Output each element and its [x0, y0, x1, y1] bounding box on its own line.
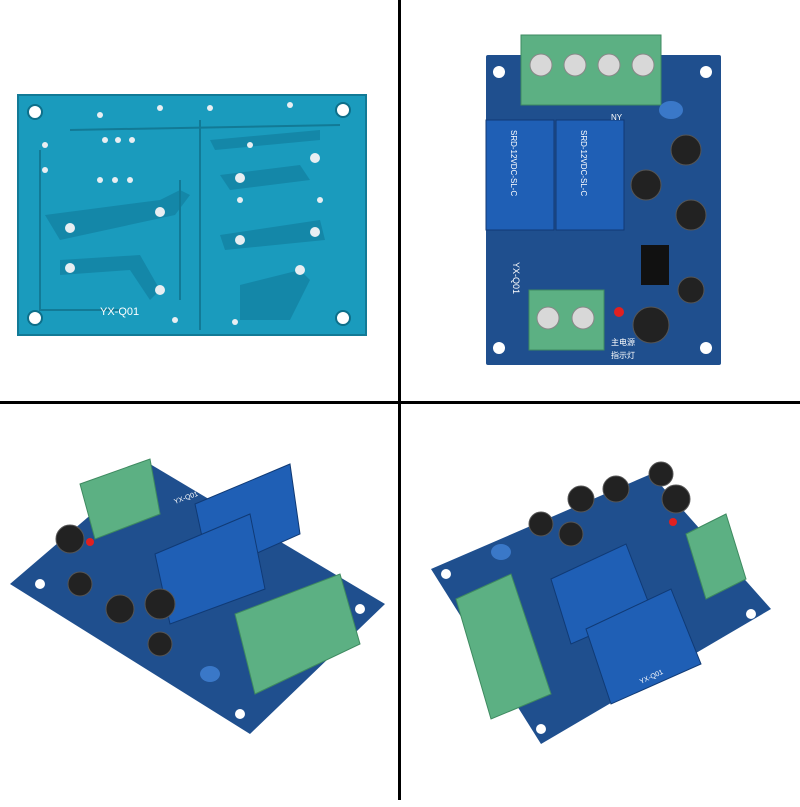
- led-indicator: [86, 538, 94, 546]
- mounting-holes: [35, 579, 365, 719]
- pcb-angle-left-svg: YX-Q01: [10, 458, 385, 734]
- svg-text:YX-Q01: YX-Q01: [511, 262, 521, 294]
- mounting-holes: [27, 102, 351, 326]
- led-indicator: [614, 307, 624, 317]
- svg-text:SRD-12VDC-SL-C: SRD-12VDC-SL-C: [579, 130, 588, 196]
- relay-2: [585, 588, 702, 705]
- svg-text:SRD-12VDC-SL-C: SRD-12VDC-SL-C: [509, 130, 518, 196]
- mounting-holes: [493, 66, 712, 354]
- pcb-angle-right-svg: YX-Q01: [431, 461, 771, 744]
- pcb-top-svg: SRD-12VDC-SL-C SRD-12VDC-SL-C YX-Q01 NY …: [485, 34, 721, 365]
- photo-pcb-angle-left: YX-Q01: [0, 404, 398, 802]
- capacitors: [55, 524, 176, 657]
- terminal-block-top: [520, 34, 662, 106]
- terminal-block-right: [685, 513, 747, 600]
- photo-pcb-top: SRD-12VDC-SL-C SRD-12VDC-SL-C YX-Q01 NY …: [401, 0, 799, 398]
- terminal-block-bottom: [528, 289, 605, 351]
- terminal-block-right: [234, 573, 361, 695]
- pcb-back-svg: YX-Q01: [17, 94, 367, 336]
- board-label: YX-Q01: [100, 306, 139, 318]
- svg-text:主电源: 主电源: [611, 337, 635, 347]
- grid-divider-horizontal: [0, 401, 800, 404]
- photo-pcb-angle-right: YX-Q01: [401, 404, 799, 802]
- relay-2: SRD-12VDC-SL-C: [555, 119, 625, 231]
- ceramic-capacitor: [200, 666, 220, 682]
- photo-pcb-back: YX-Q01: [0, 0, 398, 398]
- capacitors: [630, 134, 707, 344]
- solder-pads: [42, 102, 323, 325]
- terminal-block-left: [455, 573, 552, 720]
- svg-text:指示灯: 指示灯: [611, 350, 635, 360]
- ceramic-capacitor: [491, 544, 511, 560]
- mounting-holes: [441, 569, 756, 734]
- copper-traces: [45, 130, 325, 320]
- led-indicator: [669, 518, 677, 526]
- terminal-block-left: [79, 458, 161, 540]
- ic-chip: [641, 245, 669, 285]
- svg-text:NY: NY: [611, 113, 623, 122]
- ceramic-capacitor: [659, 101, 683, 119]
- grid-divider-vertical: [398, 0, 401, 800]
- relay-1: SRD-12VDC-SL-C: [485, 119, 555, 231]
- capacitors: [528, 461, 691, 547]
